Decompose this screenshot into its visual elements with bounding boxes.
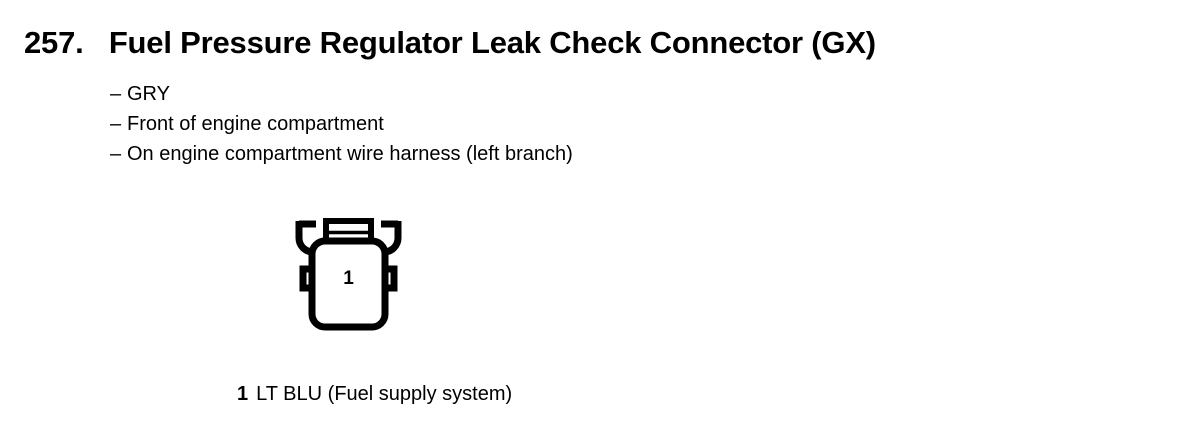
dash-marker: –: [110, 143, 122, 165]
caption-pin-number: 1: [237, 383, 249, 405]
list-item: –Front of engine compartment: [110, 109, 573, 139]
list-item-label: On engine compartment wire harness (left…: [127, 143, 573, 165]
page-title: 257. Fuel Pressure Regulator Leak Check …: [24, 25, 876, 60]
connector-body-outline: [308, 237, 389, 331]
left-side-tab-icon: [299, 265, 312, 292]
dash-marker: –: [110, 113, 122, 135]
connector-caption: 1 LT BLU (Fuel supply system): [237, 382, 512, 406]
list-item: –On engine compartment wire harness (lef…: [110, 139, 573, 169]
list-item-label: GRY: [127, 83, 170, 105]
cavity-number-1: 1: [343, 268, 354, 289]
caption-circuit: (Fuel supply system): [327, 383, 513, 405]
dash-marker: –: [110, 83, 122, 105]
list-item-label: Front of engine compartment: [127, 113, 384, 135]
caption-wire-color: LT BLU: [256, 383, 323, 405]
item-number: 257.: [24, 25, 84, 60]
list-item: –GRY: [110, 79, 573, 109]
connector-diagram: 1: [283, 208, 433, 340]
right-side-tab-icon: [385, 265, 398, 292]
connector-attribute-list: –GRY –Front of engine compartment –On en…: [110, 79, 573, 169]
page-title-text: Fuel Pressure Regulator Leak Check Conne…: [108, 25, 876, 60]
